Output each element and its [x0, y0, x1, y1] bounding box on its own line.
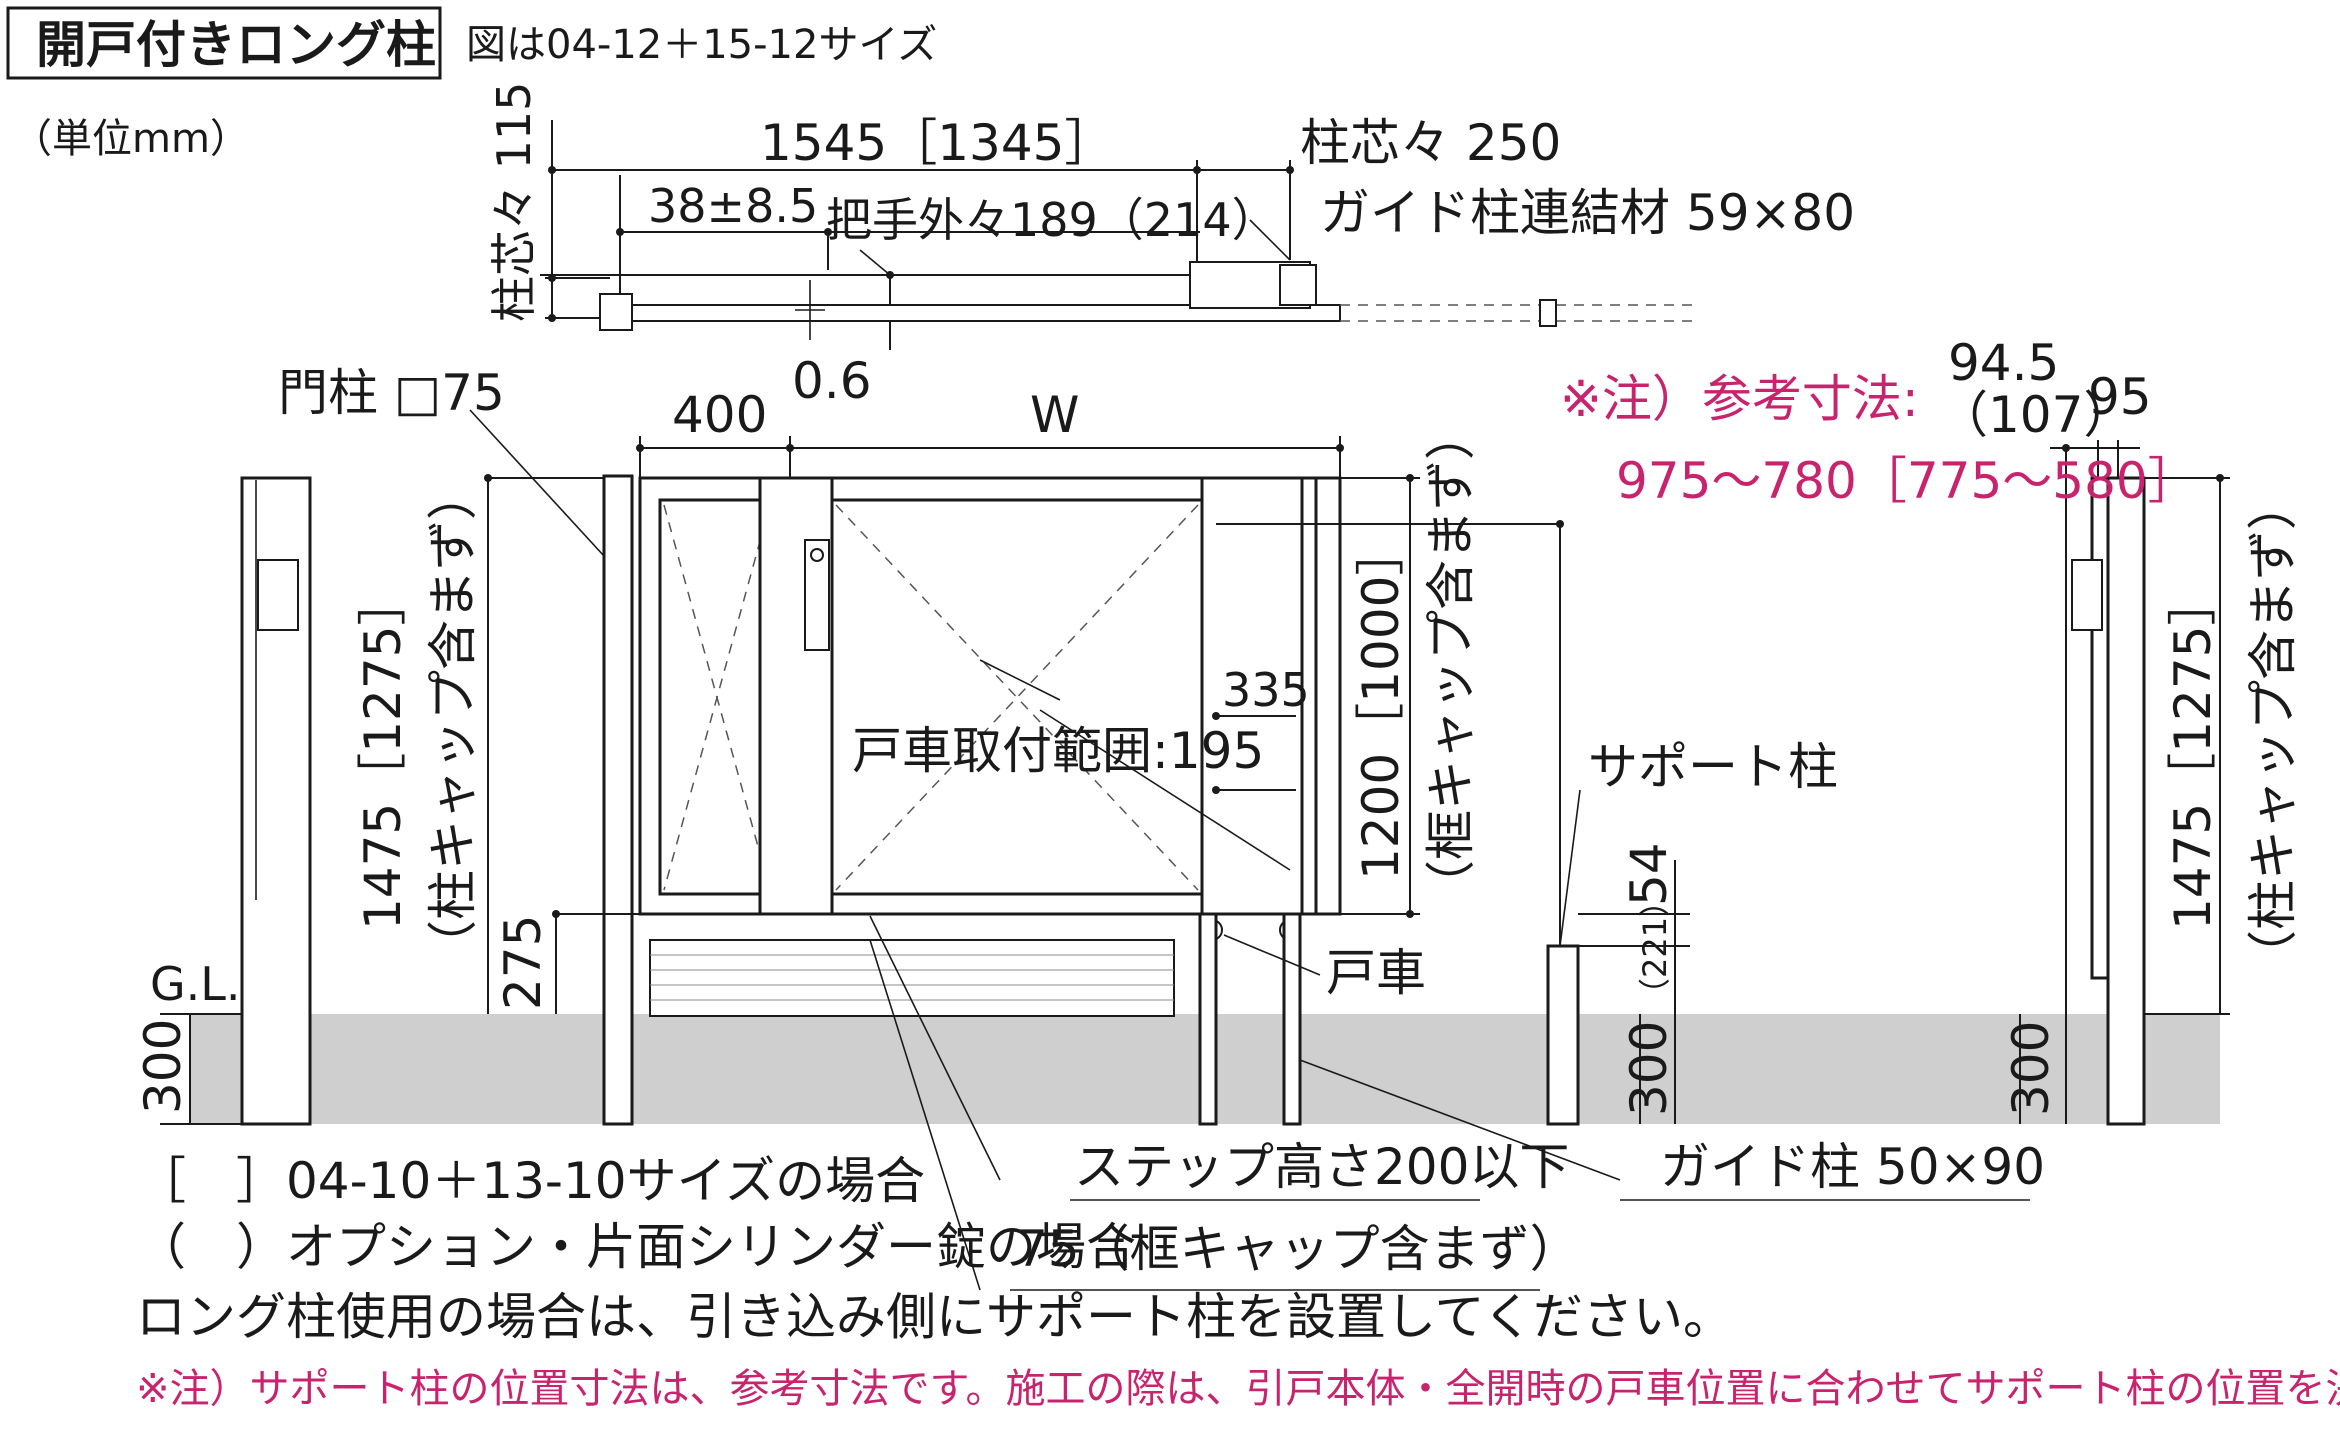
page-title: 開戸付きロング柱 [36, 16, 436, 74]
dim-300-left: 300 [134, 1019, 192, 1114]
title-box [6, 6, 442, 80]
callout-frame75: 75（框キャップ含まず） [1016, 1220, 1580, 1278]
callout-step: ステップ高さ200以下 [1074, 1138, 1569, 1196]
label-wheel-range: 戸車取付範囲:195 [852, 722, 1264, 780]
dim-left-height: 1475［1275］ [354, 576, 412, 931]
dim-overall-1545: 1545［1345］ [760, 114, 1115, 172]
dim-w: W [1030, 386, 1079, 444]
dim-400: 400 [672, 386, 767, 444]
page-subtitle: 図は04-12＋15-12サイズ [466, 22, 937, 68]
note-reference: ※注）参考寸法: [1560, 370, 1919, 428]
ref-range: 975～780［775～580］ [1616, 452, 2198, 510]
dim-right-height-note: （柱キャップ含まず） [2244, 480, 2302, 980]
note-long-post: ロング柱使用の場合は、引き込み側にサポート柱を設置してください。 [136, 1288, 1733, 1346]
dim-95: 95 [2088, 368, 2152, 426]
dim-left-height-note: （柱キャップ含まず） [424, 470, 482, 970]
label-guide-link: ガイド柱連結材 59×80 [1320, 184, 1855, 242]
dim-gap: 38±8.5 [648, 179, 818, 233]
plan-view [540, 120, 1700, 350]
dim-frame-height-note: （框キャップ含まず） [1422, 410, 1480, 910]
dim-handle: 把手外々189（214） [826, 193, 1278, 247]
dim-300-right: 300 [2002, 1021, 2060, 1116]
callout-guide-post: ガイド柱 50×90 [1660, 1138, 2045, 1196]
note-paren: （ ）オプション・片面シリンダー錠の場合 [136, 1218, 1136, 1276]
label-support-post: サポート柱 [1588, 738, 1838, 796]
label-door-wheel: 戸車 [1326, 944, 1426, 1002]
label-gate-post: 門柱 □75 [278, 364, 505, 422]
dim-275: 275 [494, 915, 552, 1010]
dim-06: 0.6 [792, 352, 872, 410]
elevation-view [240, 409, 2230, 1291]
dim-300-mid: 300 [1620, 1021, 1678, 1116]
dim-221: （221） [1636, 885, 1674, 1010]
dim-945: 94.5 [1948, 334, 2059, 392]
dim-335: 335 [1222, 663, 1310, 717]
dim-post-pitch-250: 柱芯々 250 [1300, 114, 1561, 172]
dim-107: （107） [1938, 386, 2133, 444]
dim-right-height: 1475［1275］ [2164, 576, 2222, 931]
unit-label: （単位mm） [12, 116, 250, 162]
label-gl: G.L. [150, 957, 241, 1011]
note-bracket: ［ ］04-10＋13-10サイズの場合 [136, 1152, 925, 1210]
dim-post-pitch-115: 柱芯々 115 [487, 82, 541, 322]
note-caution: ※注）サポート柱の位置寸法は、参考寸法です。施工の際は、引戸本体・全開時の戸車位… [136, 1366, 2340, 1412]
dim-54: 54 [1620, 842, 1678, 906]
dim-frame-height: 1200［1000］ [1352, 526, 1410, 881]
step-mesh [649, 939, 1175, 1017]
